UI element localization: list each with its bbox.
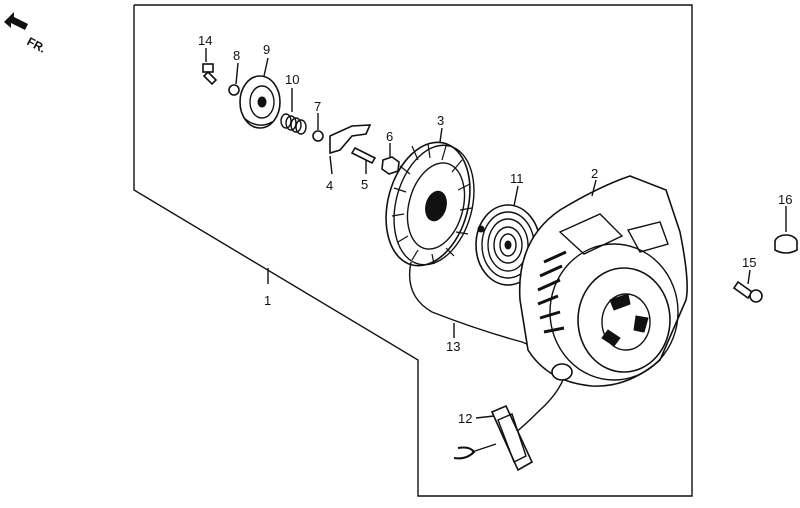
front-direction-indicator: FR. [4, 12, 48, 56]
front-label: FR. [25, 34, 49, 55]
callout-5: 5 [361, 177, 368, 192]
leader-lines [205, 48, 787, 419]
callout-9: 9 [263, 42, 270, 57]
part-4-ratchet [329, 124, 372, 155]
callout-labels: 1 2 3 4 5 6 7 8 9 10 11 12 13 14 15 16 [198, 33, 792, 426]
callout-2: 2 [591, 166, 598, 181]
callout-7: 7 [314, 99, 321, 114]
part-5-pin [350, 146, 377, 165]
part-6-nut [381, 156, 400, 175]
part-14-bolt [202, 63, 218, 86]
callout-8: 8 [233, 48, 240, 63]
part-10-spring [280, 113, 307, 135]
part-8-washer [228, 84, 240, 96]
front-arrow-icon [4, 12, 28, 30]
callout-13: 13 [446, 339, 460, 354]
part-2-starter-case [518, 175, 688, 387]
callout-14: 14 [198, 33, 212, 48]
part-12-starter-grip [453, 404, 534, 472]
part-16-cap [774, 234, 798, 254]
part-15-flange-bolt [732, 280, 763, 303]
callout-6: 6 [386, 129, 393, 144]
callout-10: 10 [285, 72, 299, 87]
part-9-friction-plate [239, 75, 281, 129]
callout-4: 4 [326, 178, 333, 193]
callout-15: 15 [742, 255, 756, 270]
callout-1: 1 [264, 293, 271, 308]
part-3-reel [385, 141, 475, 267]
assembly-boundary [133, 4, 693, 497]
callout-16: 16 [778, 192, 792, 207]
part-7-washer [312, 130, 324, 142]
callout-11: 11 [510, 171, 524, 186]
callout-12: 12 [458, 411, 472, 426]
callout-3: 3 [437, 113, 444, 128]
